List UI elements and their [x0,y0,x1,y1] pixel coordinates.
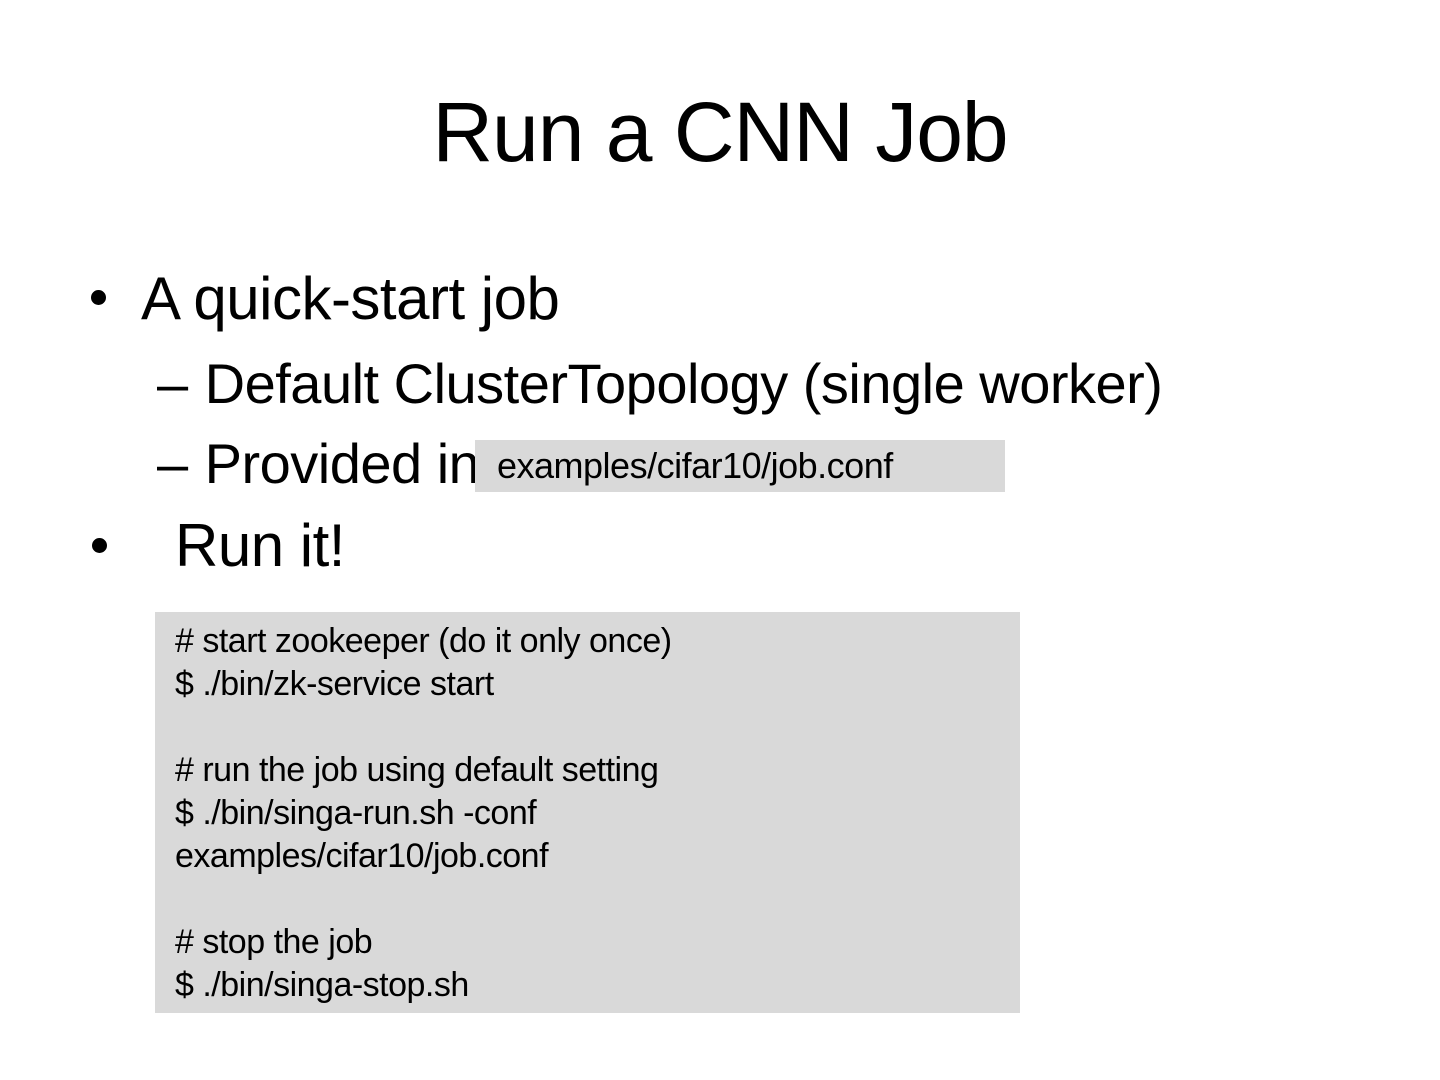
bullet-icon [92,538,107,553]
bullet-item-run-it: Run it! [175,512,345,579]
dash-bullet-icon: – [157,432,188,495]
sub-bullet-label: Provided in [204,432,480,495]
sub-bullet-provided-in: –Provided in [157,432,480,495]
page-title: Run a CNN Job [432,85,1008,179]
dash-bullet-icon: – [157,352,188,415]
inline-code-path: examples/cifar10/job.conf [475,440,1005,492]
code-block-text: # start zookeeper (do it only once) $ ./… [175,622,672,1004]
bullet-icon [91,290,106,305]
bullet-item-quick-start-job: A quick-start job [141,265,560,332]
sub-bullet-label: Default ClusterTopology (single worker) [204,352,1163,415]
sub-bullet-default-cluster-topology: –Default ClusterTopology (single worker) [157,352,1163,415]
code-block: # start zookeeper (do it only once) $ ./… [155,612,1020,1013]
